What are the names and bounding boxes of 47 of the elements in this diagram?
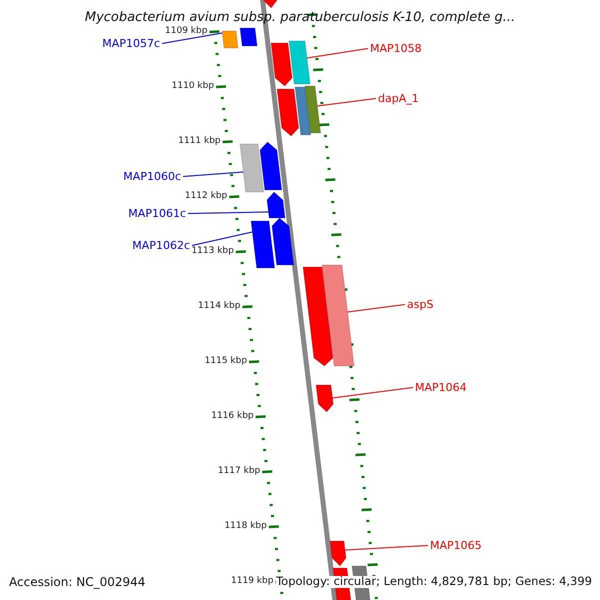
scale-label: 1115 kbp [204,357,248,366]
gene-segment [266,191,286,218]
gene-label: MAP1065 [430,540,482,551]
gene-label: dapA_1 [378,93,419,104]
gene-block [321,264,355,366]
leader-line [306,48,368,58]
scale-label: 1119 kbp [231,577,274,586]
accession-note: Accession: NC_002944 [9,576,146,588]
gene-segment [276,88,300,137]
gene-segment [270,42,293,87]
scale-label: 1116 kbp [211,412,254,421]
scale-label: 1111 kbp [178,137,221,146]
scale-label: 1114 kbp [198,302,240,311]
gene-segment [329,540,347,567]
scale-label: 1112 kbp [184,192,228,201]
scale-label: 1109 kbp [165,27,208,36]
scale-label: 1110 kbp [172,82,214,91]
scale-label: 1113 kbp [191,247,234,256]
gene-block [221,30,239,48]
leader-line [316,98,376,106]
gene-label: MAP1058 [370,43,422,54]
scale-label: 1118 kbp [224,522,267,531]
gene-block [304,86,322,134]
gene-label: MAP1061c [128,208,186,219]
gene-block [239,28,258,46]
gene-segment [261,0,278,9]
gene-label: aspS [407,299,434,310]
gene-label: MAP1060c [123,171,181,182]
leader-line [347,304,406,312]
leader-line [192,232,253,246]
gene-block [239,144,264,192]
leader-line [332,387,414,398]
gene-block [288,40,311,84]
leader-line [344,545,428,550]
gene-block [294,86,312,136]
leader-line [162,32,223,44]
leader-line [188,212,269,214]
leader-line [182,172,244,177]
scale-label: 1117 kbp [218,467,260,476]
topology-note: Topology: circular; Length: 4,829,781 bp; Genes: 4,399 [276,576,592,588]
gene-label: MAP1057c [102,38,160,49]
gene-segment [315,384,334,413]
gene-label: MAP1064 [415,382,467,393]
gene-segment [302,266,334,367]
gene-block [250,220,276,268]
gene-label: MAP1062c [132,240,190,251]
diagram-title: Mycobacterium avium subsp. paratuberculosis K-10, complete g... [84,11,516,24]
